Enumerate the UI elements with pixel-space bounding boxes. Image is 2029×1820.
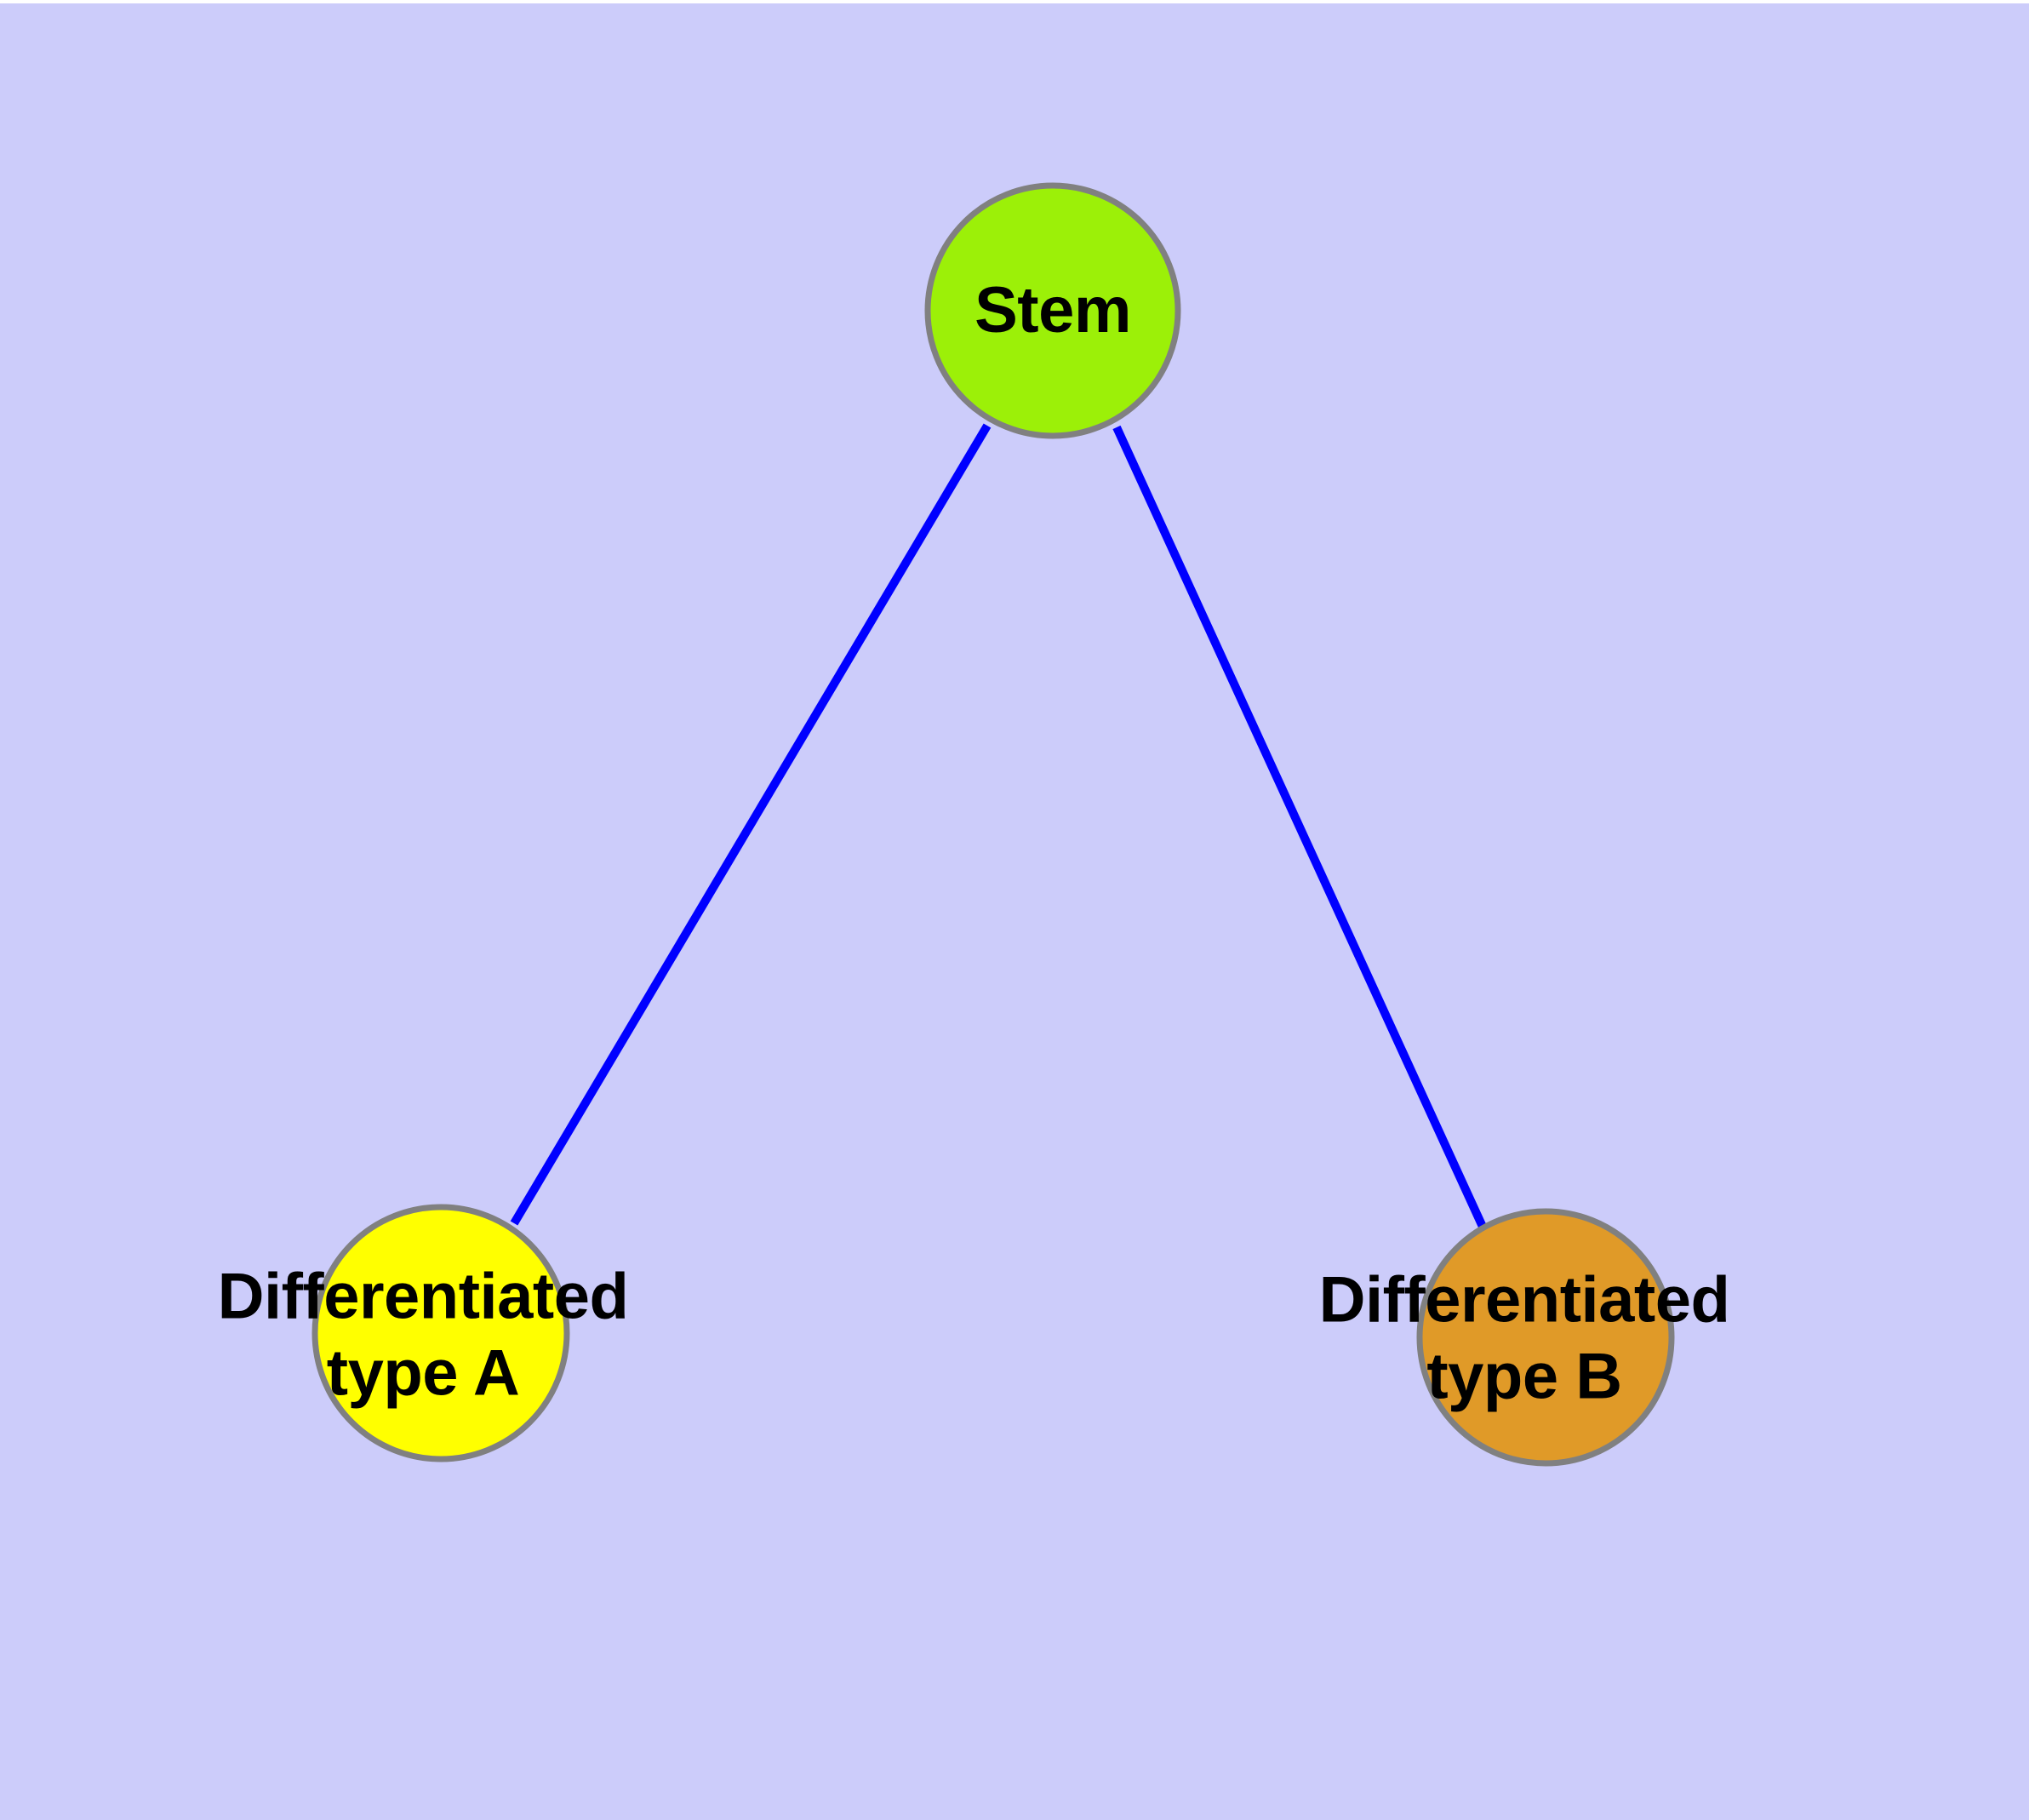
edge-layer [510, 423, 1487, 1229]
edge-stem-to-diff-a [510, 423, 992, 1226]
node-stem[interactable] [924, 182, 1181, 439]
node-layer [311, 182, 1675, 1467]
node-diff-a[interactable] [311, 1204, 570, 1462]
edge-stem-to-diff-b [1112, 425, 1487, 1229]
node-diff-b[interactable] [1416, 1208, 1675, 1467]
